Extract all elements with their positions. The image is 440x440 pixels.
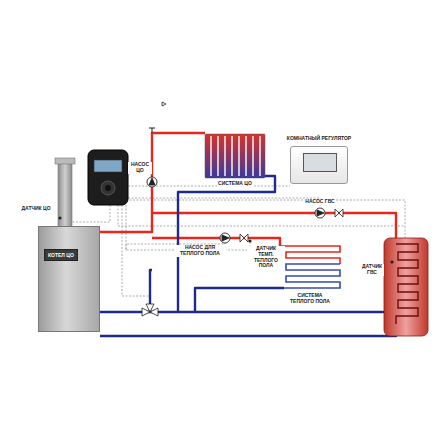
floor-coil xyxy=(280,246,340,288)
dhw-tank xyxy=(384,238,428,336)
system-label: СИСТЕМА ТЕПЛОГО ПОЛА xyxy=(284,293,336,305)
boiler: КОТЕЛ ЦО xyxy=(38,226,100,332)
sensor-label: ДАТЧИК ЦО xyxy=(20,206,51,212)
pump-label: НАСОС ЦО xyxy=(128,162,152,174)
boiler-label: КОТЕЛ ЦО xyxy=(44,249,78,261)
regulator-title: КОМНАТНЫЙ РЕГУЛЯТОР xyxy=(282,136,356,142)
pipes xyxy=(100,133,396,336)
system-label: СИСТЕМА ЦО xyxy=(217,181,253,187)
boiler-controller xyxy=(88,150,128,205)
radiator xyxy=(205,134,265,178)
sensors xyxy=(58,216,393,263)
thermostat-screen xyxy=(303,153,337,172)
valves xyxy=(142,102,343,316)
thermostat-device xyxy=(290,146,348,184)
pump-label: НАСОС ГВС xyxy=(304,199,335,205)
chimney-cap xyxy=(55,158,75,164)
sensor-label: ДАТЧИК ТЕМП. ТЕПЛОГО ПОЛА xyxy=(247,246,285,269)
chimney xyxy=(58,163,72,227)
pump-label: НАСОС ДЛЯ ТЕПЛОГО ПОЛА xyxy=(174,245,226,257)
pumps xyxy=(147,177,325,243)
sensor-label: ДАТЧИК ГВС xyxy=(360,264,384,276)
air-vent xyxy=(149,128,155,133)
room-regulator: КОМНАТНЫЙ РЕГУЛЯТОР xyxy=(282,136,356,184)
